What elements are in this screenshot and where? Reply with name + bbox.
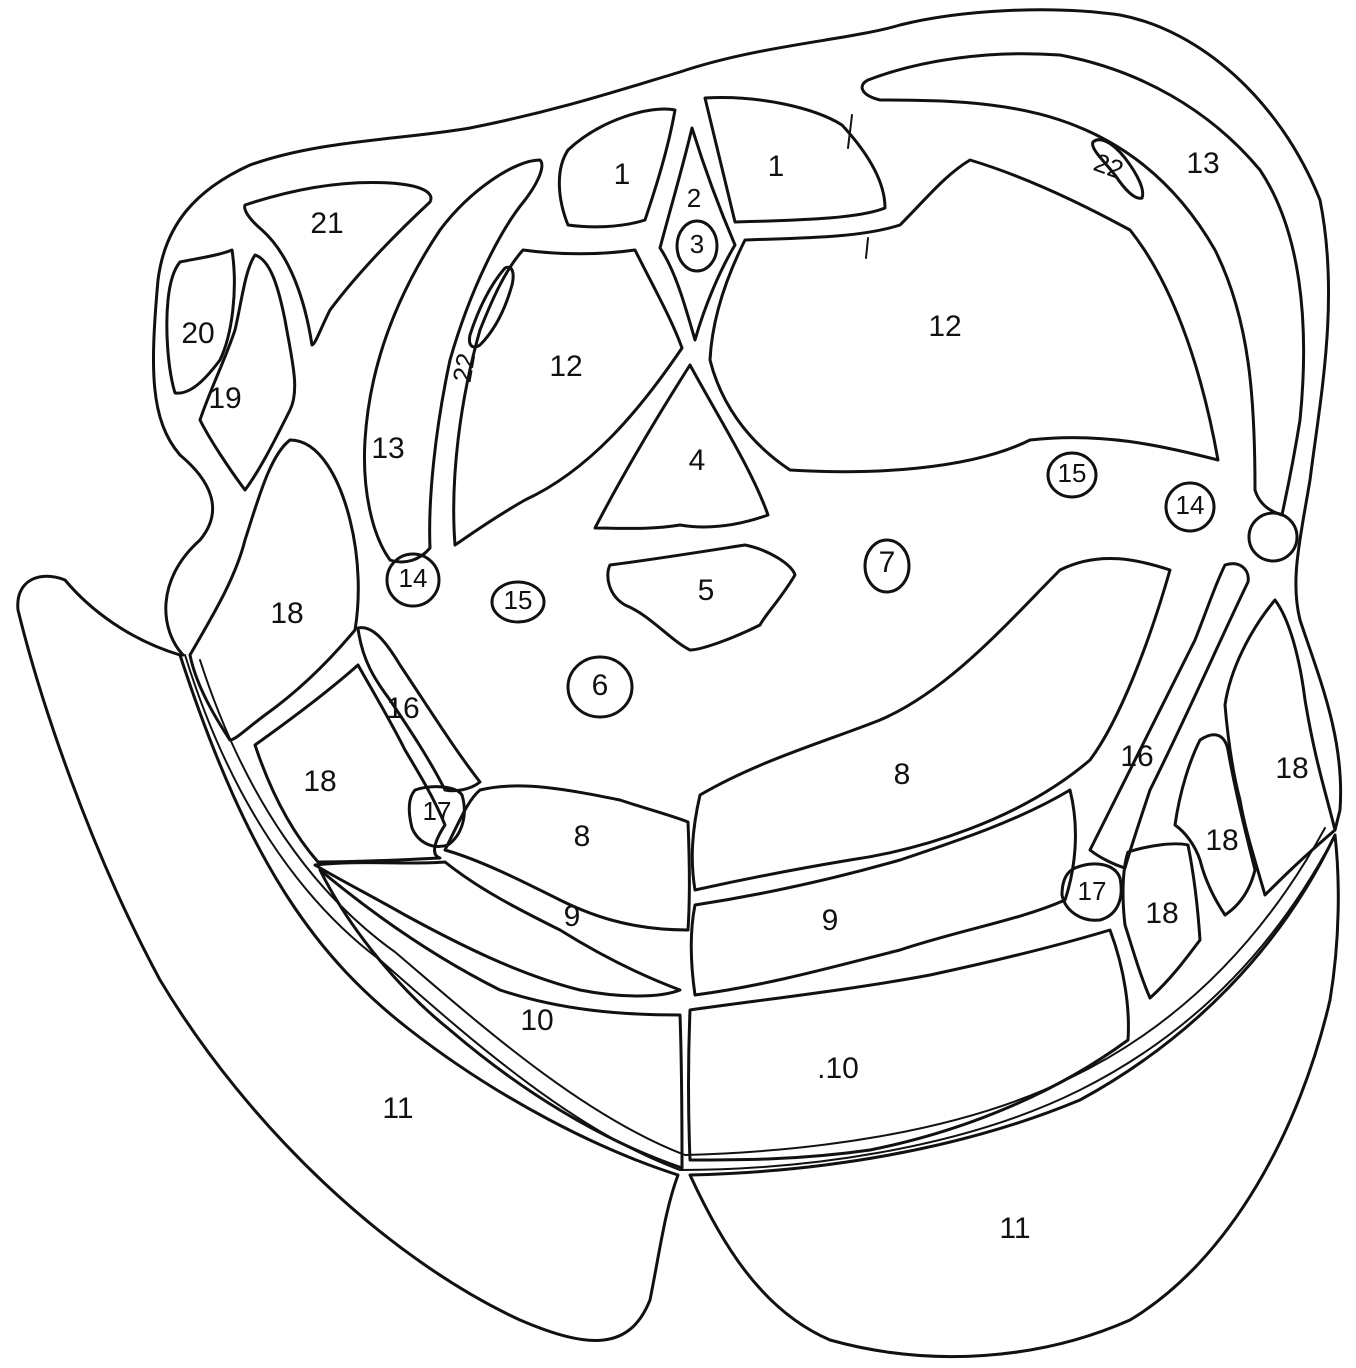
region-13-right bbox=[862, 54, 1303, 515]
region-11-right bbox=[690, 835, 1338, 1357]
label-9-left: 9 bbox=[564, 900, 581, 933]
region-19 bbox=[200, 255, 295, 490]
label-18-b: 18 bbox=[303, 765, 336, 798]
label-16-left: 16 bbox=[386, 692, 419, 725]
label-17-right: 17 bbox=[1078, 876, 1107, 906]
label-2: 2 bbox=[687, 183, 701, 213]
label-16-right: 16 bbox=[1120, 740, 1153, 773]
label-5: 5 bbox=[698, 574, 715, 607]
label-4: 4 bbox=[689, 444, 706, 477]
tick-mark-2 bbox=[866, 238, 868, 258]
label-21: 21 bbox=[310, 207, 343, 240]
small-circle-right bbox=[1249, 513, 1297, 561]
region-10-left bbox=[320, 870, 682, 1168]
region-9-right bbox=[691, 790, 1075, 995]
label-15-left: 15 bbox=[504, 585, 533, 615]
region-11-left bbox=[18, 576, 678, 1340]
label-18-a: 18 bbox=[270, 597, 303, 630]
region-10-right bbox=[689, 930, 1129, 1160]
label-1-right: 1 bbox=[768, 150, 785, 183]
region-12-right bbox=[710, 160, 1218, 472]
label-9-right: 9 bbox=[822, 904, 839, 937]
label-6: 6 bbox=[592, 669, 609, 702]
label-1-left: 1 bbox=[614, 158, 631, 191]
label-13-right: 13 bbox=[1186, 147, 1219, 180]
label-18-c: 18 bbox=[1275, 752, 1308, 785]
label-3: 3 bbox=[690, 229, 704, 259]
region-1-right bbox=[705, 98, 885, 222]
label-19: 19 bbox=[208, 382, 241, 415]
label-15-right: 15 bbox=[1058, 458, 1087, 488]
label-10-right: .10 bbox=[817, 1052, 859, 1085]
label-14-left: 14 bbox=[399, 563, 428, 593]
label-14-right: 14 bbox=[1176, 490, 1205, 520]
label-22-left: 22 bbox=[447, 351, 482, 385]
label-10-left: 10 bbox=[520, 1004, 553, 1037]
label-17-left: 17 bbox=[423, 796, 452, 826]
region-8-right bbox=[692, 558, 1170, 890]
label-8-right: 8 bbox=[894, 758, 911, 791]
label-18-d: 18 bbox=[1205, 824, 1238, 857]
label-13-left: 13 bbox=[371, 432, 404, 465]
region-4 bbox=[595, 365, 768, 528]
region-18-a bbox=[190, 440, 358, 740]
label-20: 20 bbox=[181, 317, 214, 350]
label-12-left: 12 bbox=[549, 350, 582, 383]
label-8-left: 8 bbox=[574, 820, 591, 853]
region-18-c bbox=[1225, 600, 1335, 895]
label-12-right: 12 bbox=[928, 310, 961, 343]
label-11-left: 11 bbox=[382, 1092, 413, 1125]
label-11-right: 11 bbox=[999, 1212, 1030, 1245]
region-9-left bbox=[315, 862, 680, 996]
label-7: 7 bbox=[879, 546, 896, 579]
region-22-left bbox=[469, 267, 513, 347]
label-18-e: 18 bbox=[1145, 897, 1178, 930]
